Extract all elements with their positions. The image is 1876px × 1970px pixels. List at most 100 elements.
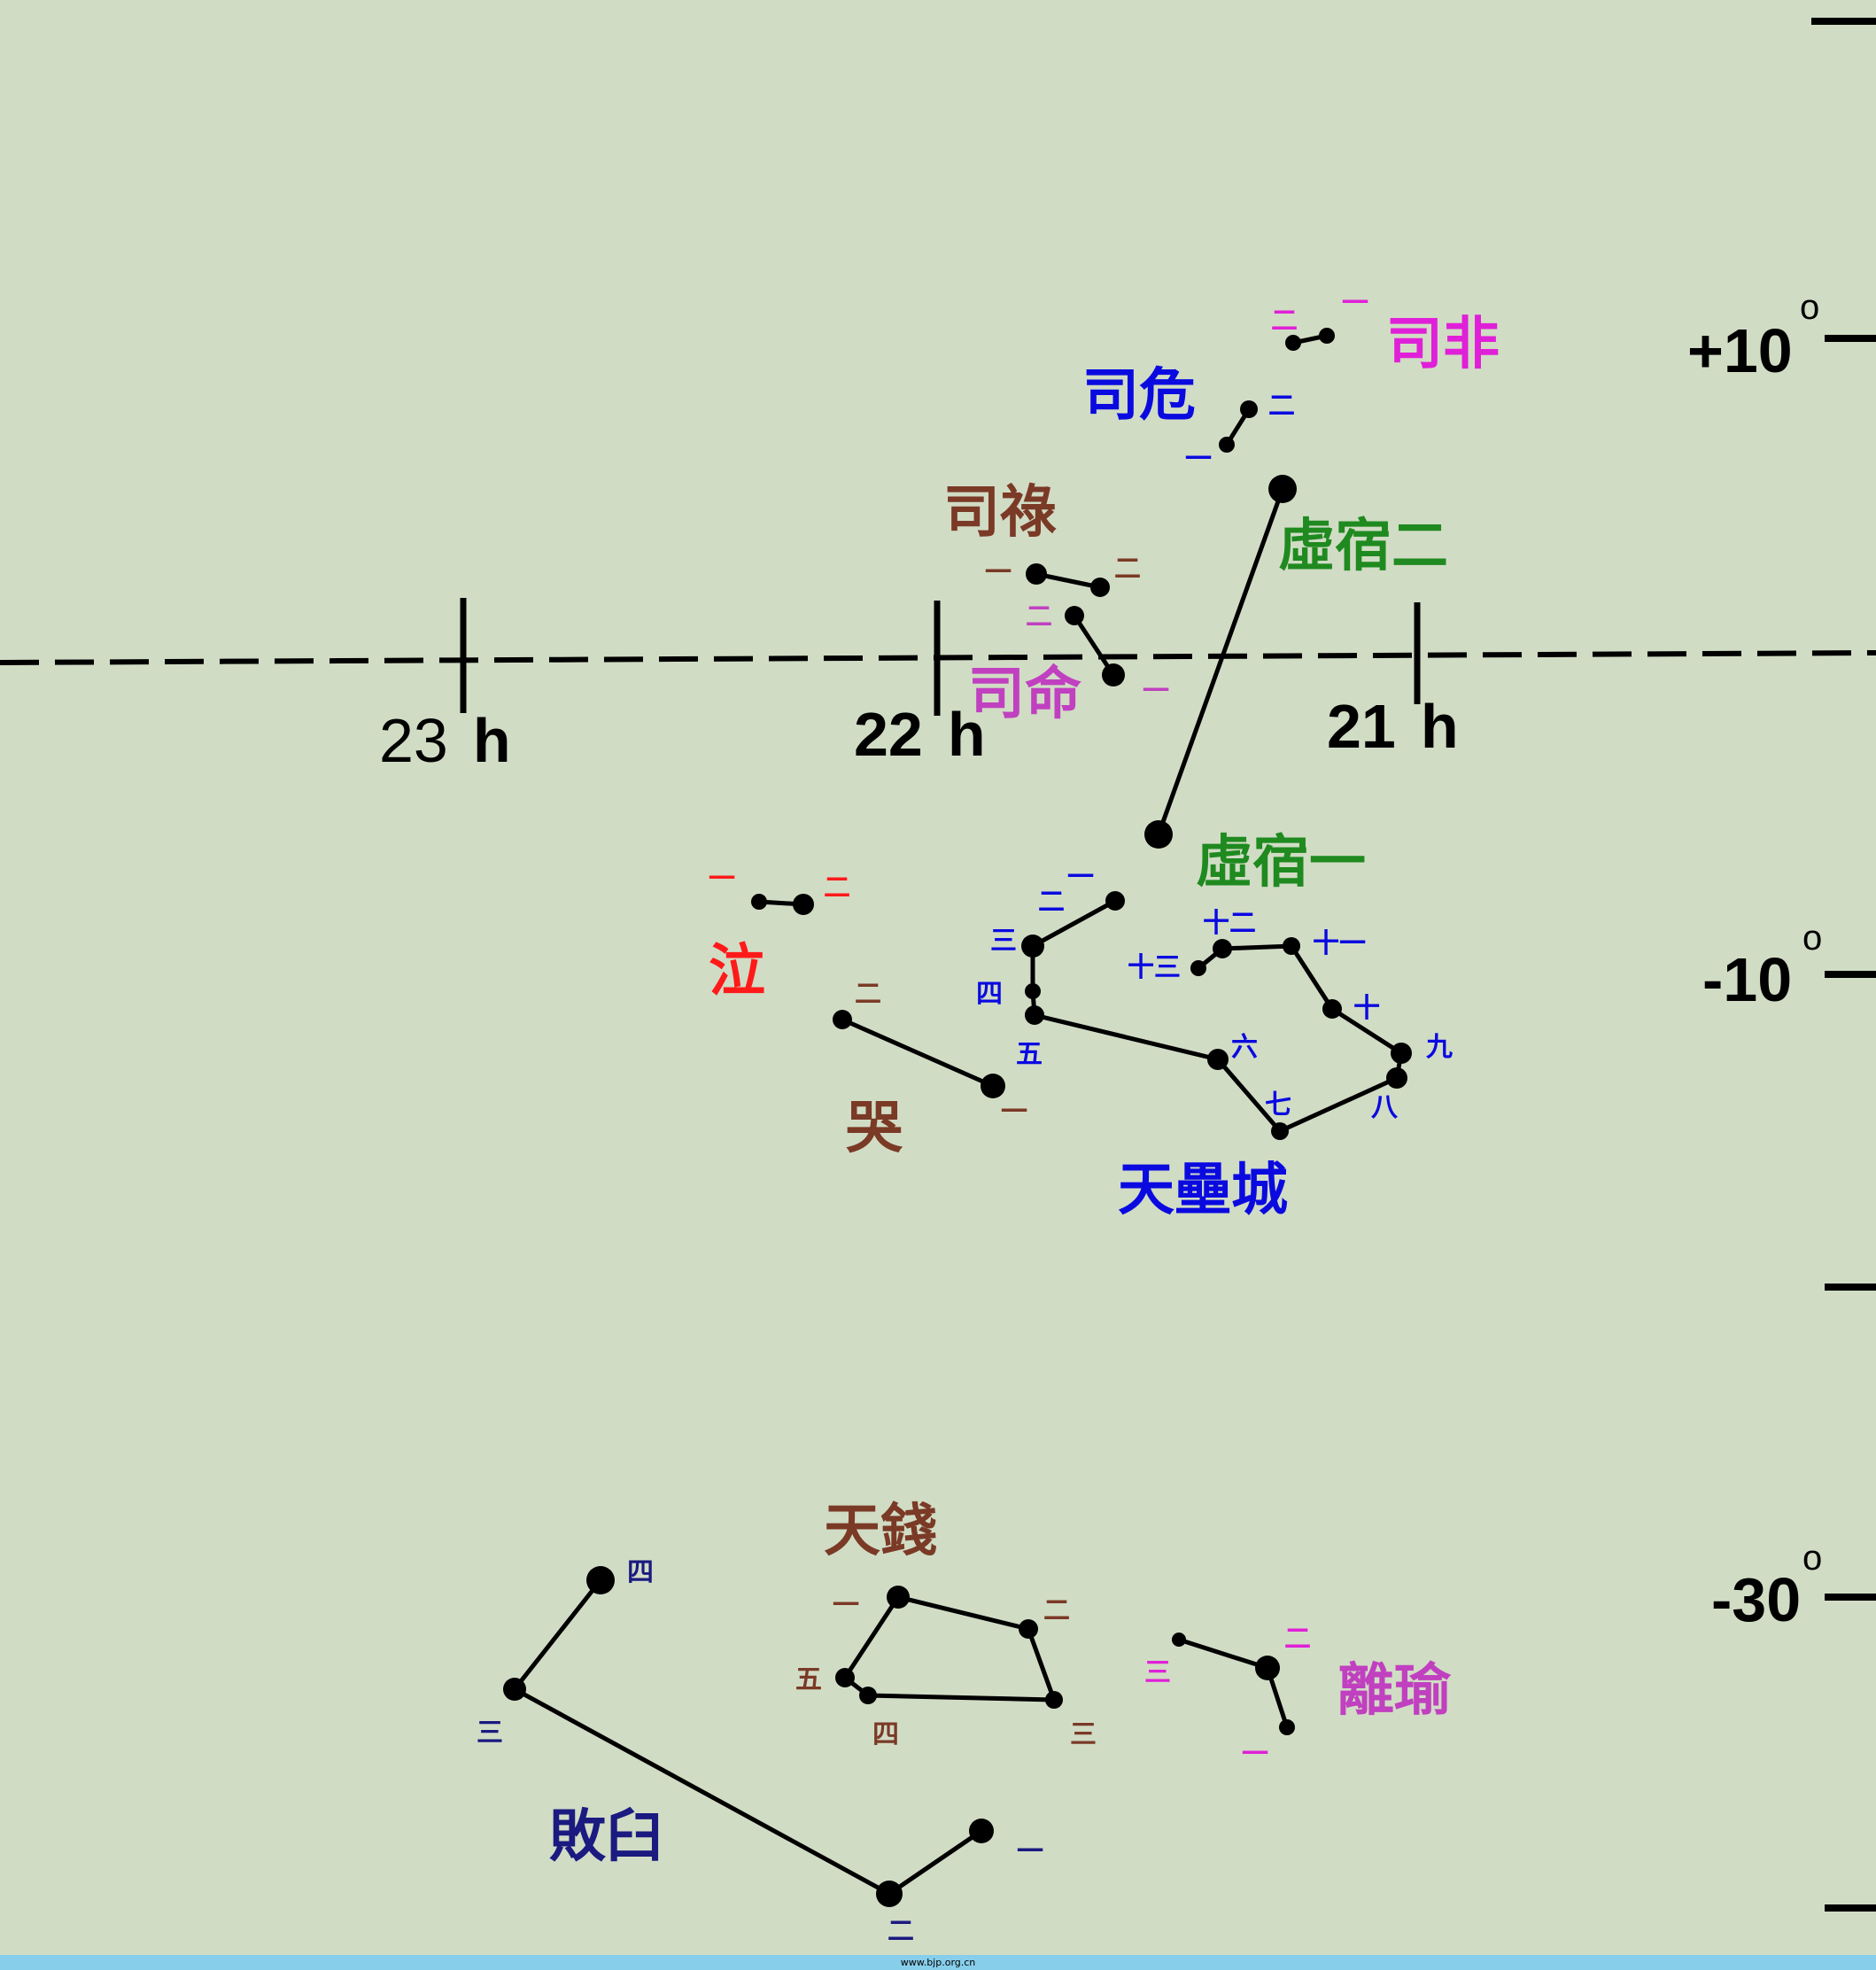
star-xu-1 [1144, 820, 1173, 849]
num-tlc-9: 九 [1426, 1032, 1453, 1063]
star-liyu-1 [1279, 1719, 1295, 1735]
star-bj-2 [876, 1881, 903, 1907]
star-siming-2 [1065, 606, 1084, 625]
num-liyu-1: 一 [1242, 1739, 1268, 1770]
star-bj-3 [503, 1678, 526, 1701]
star-silu-2 [1090, 578, 1110, 597]
num-tlc-10: 十 [1353, 993, 1380, 1024]
num-tlc-3: 三 [990, 926, 1017, 957]
name-baijiu: 敗臼 [549, 1804, 663, 1870]
tianqian-line [841, 1594, 1058, 1702]
num-siming-2: 二 [1026, 601, 1052, 632]
num-ku-1: 一 [1001, 1097, 1027, 1128]
dec-degree-plus10: o [1800, 288, 1819, 327]
star-ku-2 [833, 1010, 852, 1029]
num-silu-1: 一 [985, 557, 1012, 588]
name-silu: 司祿 [943, 480, 1057, 546]
star-tlc-6 [1207, 1049, 1229, 1070]
num-tq-1: 一 [833, 1590, 859, 1621]
num-siming-1: 一 [1143, 676, 1169, 707]
star-siwei-2 [1240, 400, 1258, 418]
star-tlc-4 [1025, 983, 1041, 999]
name-tianleicheng: 天壘城 [1118, 1158, 1288, 1223]
star-tlc-9 [1391, 1043, 1412, 1064]
num-tlc-1: 一 [1067, 862, 1094, 893]
star-tlc-7 [1271, 1122, 1289, 1140]
name-tianqian: 天錢 [824, 1499, 937, 1564]
num-siwei-1: 一 [1185, 444, 1212, 475]
star-numbers: 二 一 二 一 一 二 二 一 一 二 二 一 一 二 三 四 五 六 七 八 … [477, 288, 1453, 1947]
num-tq-2: 二 [1043, 1595, 1070, 1626]
name-siwei: 司危 [1082, 363, 1196, 429]
num-tlc-12: 十二 [1203, 908, 1256, 939]
star-tlc-5 [1025, 1005, 1044, 1025]
star-tlc-11 [1283, 937, 1300, 955]
star-bj-1 [969, 1819, 994, 1843]
name-xu2: 虛宿二 [1278, 514, 1448, 579]
star-silu-1 [1026, 563, 1047, 585]
star-tq-1 [887, 1586, 910, 1609]
star-tlc-13 [1190, 960, 1206, 976]
num-siwei-2: 二 [1268, 391, 1295, 422]
footer-bar: www.bjp.org.cn [0, 1955, 1876, 1970]
num-bj-1: 一 [1017, 1836, 1043, 1867]
num-tq-3: 三 [1070, 1719, 1097, 1750]
num-bj-3: 三 [477, 1718, 503, 1749]
name-siming: 司命 [968, 662, 1081, 727]
star-sifei-1 [1319, 328, 1335, 344]
ku-line [840, 1017, 996, 1089]
silu-line [1034, 571, 1103, 590]
num-tq-5: 五 [795, 1664, 822, 1695]
dec-label-plus10: +10 [1687, 316, 1793, 385]
star-tq-5 [835, 1668, 855, 1687]
num-tlc-11: 十一 [1313, 928, 1366, 959]
num-tq-4: 四 [872, 1719, 899, 1750]
num-bj-4: 四 [627, 1557, 654, 1588]
num-silu-2: 二 [1114, 554, 1141, 585]
star-tlc-1 [1105, 891, 1125, 911]
name-sifei: 司非 [1386, 312, 1500, 377]
num-ku-2: 二 [855, 979, 881, 1010]
baijiu-line [511, 1578, 984, 1896]
star-tlc-10 [1322, 999, 1342, 1019]
footer-url: www.bjp.org.cn [900, 1957, 976, 1968]
xu-line [1156, 486, 1285, 837]
star-siwei-1 [1219, 437, 1235, 453]
num-bj-2: 二 [888, 1916, 914, 1947]
star-siming-1 [1102, 663, 1125, 686]
name-ku: 哭 [846, 1096, 903, 1161]
num-tlc-7: 七 [1265, 1090, 1291, 1121]
num-qi-1: 一 [709, 864, 735, 895]
num-sifei-2: 二 [1271, 306, 1298, 337]
star-tlc-3 [1021, 935, 1044, 958]
dec-label-minus30: -30 [1711, 1565, 1801, 1634]
star-liyu-3 [1172, 1633, 1186, 1647]
num-tlc-2: 二 [1038, 887, 1065, 918]
star-ku-1 [981, 1074, 1005, 1098]
star-tq-4 [859, 1687, 877, 1704]
num-tlc-6: 六 [1231, 1032, 1258, 1063]
siming-line [1072, 613, 1116, 678]
star-liyu-2 [1255, 1656, 1280, 1680]
star-bj-4 [586, 1566, 615, 1594]
dec-degree-minus10: o [1802, 919, 1822, 958]
star-qi-1 [751, 894, 767, 910]
num-liyu-2: 二 [1284, 1624, 1311, 1655]
name-xu1: 虛宿一 [1196, 830, 1366, 896]
star-sifei-2 [1285, 335, 1301, 351]
name-liyu: 離瑜 [1337, 1658, 1452, 1724]
star-tq-2 [1019, 1619, 1038, 1639]
name-qi: 泣 [709, 939, 765, 1004]
star-xu-2 [1268, 475, 1297, 503]
star-tlc-12 [1213, 939, 1232, 958]
star-qi-2 [793, 894, 814, 915]
dec-label-minus10: -10 [1702, 945, 1792, 1014]
num-tlc-8: 八 [1371, 1092, 1399, 1123]
num-liyu-3: 三 [1144, 1657, 1171, 1688]
num-qi-2: 二 [824, 873, 850, 904]
stars [503, 328, 1412, 1907]
